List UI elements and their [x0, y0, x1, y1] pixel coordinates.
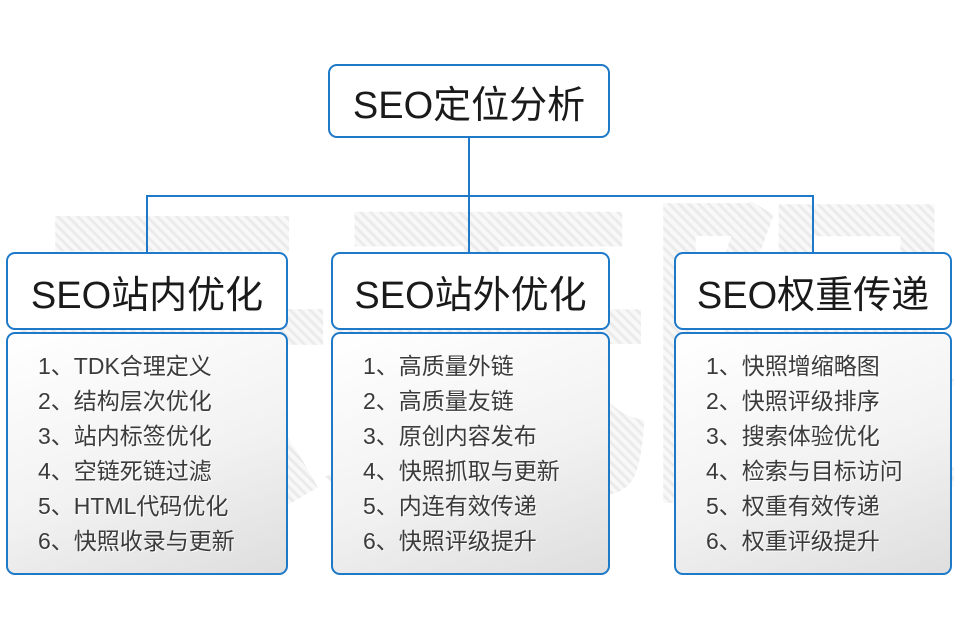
- list-panel-weight: 1、快照增缩略图 2、快照评级排序 3、搜索体验优化 4、检索与目标访问 5、权…: [674, 332, 952, 575]
- list-item: 1、高质量外链: [363, 353, 514, 379]
- column-header-onsite: SEO站内优化: [6, 252, 288, 330]
- list-item: 6、快照评级提升: [363, 528, 537, 554]
- list-offsite: 1、高质量外链 2、高质量友链 3、原创内容发布 4、快照抓取与更新 5、内连有…: [363, 349, 600, 559]
- connector-root-vertical: [468, 136, 470, 197]
- column-header-offsite: SEO站外优化: [331, 252, 610, 330]
- connector-right-vertical: [812, 196, 814, 253]
- list-weight: 1、快照增缩略图 2、快照评级排序 3、搜索体验优化 4、检索与目标访问 5、权…: [706, 349, 942, 559]
- list-item: 5、权重有效传递: [706, 493, 880, 519]
- list-item: 1、TDK合理定义: [38, 353, 212, 379]
- list-item: 3、搜索体验优化: [706, 423, 880, 449]
- root-node-label: SEO定位分析: [352, 84, 586, 127]
- list-item: 5、内连有效传递: [363, 493, 537, 519]
- list-item: 1、快照增缩略图: [706, 353, 880, 379]
- list-item: 6、权重评级提升: [706, 528, 880, 554]
- list-item: 4、快照抓取与更新: [363, 458, 560, 484]
- connector-middle-vertical: [468, 196, 470, 253]
- list-item: 3、站内标签优化: [38, 423, 212, 449]
- list-item: 5、HTML代码优化: [38, 493, 229, 519]
- list-item: 4、检索与目标访问: [706, 458, 903, 484]
- list-item: 2、结构层次优化: [38, 388, 212, 414]
- list-panel-offsite: 1、高质量外链 2、高质量友链 3、原创内容发布 4、快照抓取与更新 5、内连有…: [331, 332, 610, 575]
- list-item: 3、原创内容发布: [363, 423, 537, 449]
- connector-horizontal: [146, 195, 814, 197]
- column-header-onsite-label: SEO站内优化: [30, 274, 264, 317]
- list-onsite: 1、TDK合理定义 2、结构层次优化 3、站内标签优化 4、空链死链过滤 5、H…: [38, 349, 278, 559]
- column-header-weight-label: SEO权重传递: [696, 274, 930, 317]
- column-header-offsite-label: SEO站外优化: [354, 274, 587, 317]
- list-item: 2、高质量友链: [363, 388, 514, 414]
- list-item: 4、空链死链过滤: [38, 458, 212, 484]
- list-item: 2、快照评级排序: [706, 388, 880, 414]
- column-header-weight: SEO权重传递: [674, 252, 952, 330]
- list-panel-onsite: 1、TDK合理定义 2、结构层次优化 3、站内标签优化 4、空链死链过滤 5、H…: [6, 332, 288, 575]
- connector-left-vertical: [146, 196, 148, 253]
- list-item: 6、快照收录与更新: [38, 528, 235, 554]
- root-node: SEO定位分析: [328, 64, 610, 138]
